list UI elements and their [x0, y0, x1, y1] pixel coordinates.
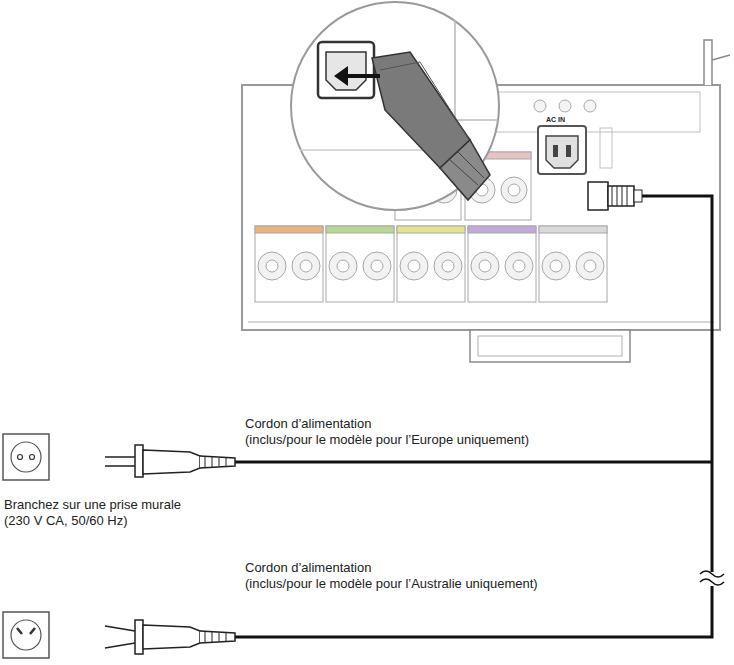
europe-plug-part	[205, 457, 226, 467]
rear-panel-part	[248, 321, 714, 323]
speaker-terminals-part-part	[505, 252, 533, 280]
rear-panel-part	[553, 145, 558, 157]
outlet-label: Branchez sur une prise murale	[4, 497, 181, 513]
speaker-terminals-part-part	[501, 177, 527, 203]
australia-outlet-part	[3, 612, 49, 658]
speaker-terminals-part	[255, 226, 323, 233]
power-cord-part	[700, 579, 724, 585]
speaker-terminals-part-part	[471, 252, 499, 280]
speaker-terminals-part-part	[363, 252, 391, 280]
rear-panel-part	[538, 126, 586, 174]
rear-panel-part	[546, 136, 578, 168]
magnified-inlet-part	[334, 66, 348, 86]
speaker-terminals-part	[539, 226, 607, 302]
speaker-terminals-part	[468, 226, 536, 233]
speaker-terminals-part-part	[371, 260, 383, 272]
speaker-terminals-part-part	[584, 260, 596, 272]
rear-panel-part	[712, 55, 730, 60]
rear-panel-part	[470, 330, 630, 362]
rear-panel-part	[600, 128, 612, 168]
australia-plug-part	[105, 626, 135, 648]
speaker-terminals-part	[255, 226, 323, 302]
speaker-terminals-part-part	[508, 184, 520, 196]
speaker-terminals-part	[468, 226, 536, 302]
magnified-inlet-part	[326, 52, 366, 90]
speaker-terminals-part-part	[329, 252, 357, 280]
magnified-inlet	[291, 2, 499, 210]
cord-label: Cordon d’alimentation	[245, 560, 371, 576]
speaker-terminals-part	[326, 226, 394, 302]
rear-panel-part	[478, 336, 622, 356]
voltage-note: (230 V CA, 50/60 Hz)	[4, 513, 128, 529]
australia-outlet-part	[11, 620, 41, 650]
speaker-terminals-part-part	[550, 260, 562, 272]
rear-panel-part	[704, 40, 712, 85]
magnified-inlet-part	[450, 152, 484, 185]
rear-panel-part	[566, 145, 571, 157]
speaker-terminals-part-part	[434, 252, 462, 280]
connector-label: AC IN	[546, 116, 565, 124]
power-cord-part	[235, 586, 712, 637]
speaker-terminals-part-part	[266, 260, 278, 272]
speaker-terminals-part-part	[513, 260, 525, 272]
speaker-terminals-part-part	[337, 260, 349, 272]
europe-plug-part	[200, 456, 235, 468]
australia-outlet	[3, 612, 49, 658]
magnified-inlet-part	[380, 62, 468, 138]
power-cord-part	[612, 186, 627, 206]
magnified-inlet-part	[455, 20, 498, 120]
speaker-terminals-part-part	[292, 252, 320, 280]
power-cord-part	[700, 571, 724, 577]
australia-outlet-part	[17, 628, 35, 634]
rear-panel-part-part	[534, 100, 546, 112]
rear-panel-part-part	[584, 100, 596, 112]
europe-outlet-part	[18, 455, 23, 460]
speaker-terminals-part-part	[542, 252, 570, 280]
power-cord-part	[588, 182, 608, 210]
europe-outlet	[3, 434, 49, 480]
power-cord-part	[640, 196, 712, 572]
australia-plug	[105, 620, 235, 654]
europe-outlet-part	[11, 442, 41, 472]
speaker-terminals-part-part	[400, 252, 428, 280]
power-cord-part	[634, 190, 642, 202]
cord-note: (inclus/pour le modèle pour l’Europe uni…	[245, 432, 529, 448]
australia-plug-part	[205, 632, 226, 642]
magnified-inlet-part	[291, 2, 499, 210]
speaker-terminals-part	[397, 226, 465, 302]
rear-panel-part-part	[559, 100, 571, 112]
australia-plug-part	[143, 625, 200, 649]
europe-outlet-part	[30, 455, 35, 460]
speaker-terminals-part-part	[442, 260, 454, 272]
europe-outlet-part	[3, 434, 49, 480]
speaker-terminals-part-part	[300, 260, 312, 272]
power-cord-part	[608, 186, 634, 206]
australia-plug-part	[135, 620, 143, 654]
magnified-inlet-part	[345, 74, 380, 78]
speaker-terminals-part	[326, 226, 394, 233]
europe-plug-part	[135, 445, 143, 477]
speaker-terminals-part	[397, 226, 465, 233]
magnified-inlet-part	[440, 140, 490, 200]
magnified-inlet-part	[372, 52, 470, 168]
cord-label: Cordon d’alimentation	[245, 416, 371, 432]
speaker-terminals-part-part	[479, 260, 491, 272]
australia-plug-part	[200, 631, 235, 643]
cord-note: (inclus/pour le modèle pour l’Australie …	[245, 576, 538, 592]
europe-plug-part	[105, 457, 135, 466]
power-cord	[235, 182, 724, 637]
speaker-terminals-part	[539, 226, 607, 233]
magnified-inlet-part	[318, 42, 374, 98]
europe-plug-part	[143, 450, 200, 474]
europe-plug	[105, 445, 235, 477]
speaker-terminals-part-part	[408, 260, 420, 272]
speaker-terminals-part-part	[258, 252, 286, 280]
power-cord-part	[235, 461, 712, 464]
speaker-terminals-part-part	[576, 252, 604, 280]
